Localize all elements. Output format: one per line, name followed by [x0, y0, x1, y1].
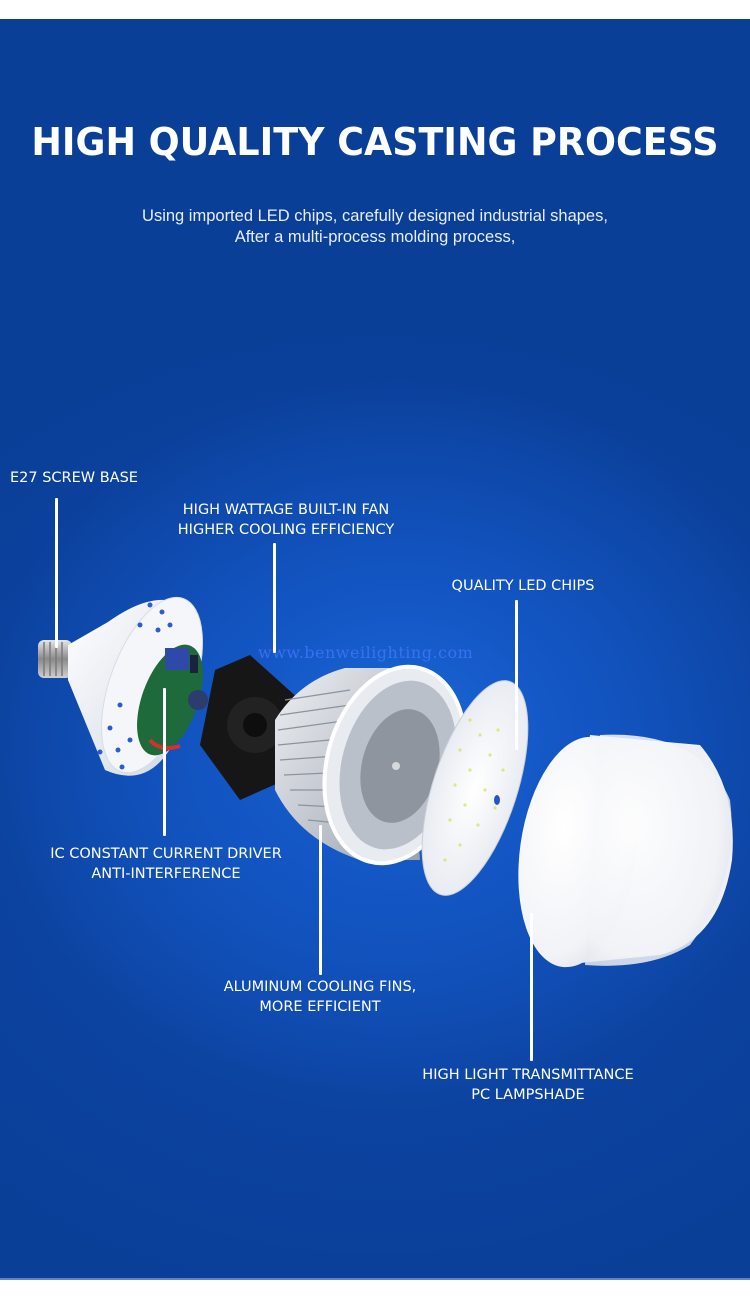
callout-led-chips-line-1: QUALITY LED CHIPS — [451, 578, 595, 594]
callout-screw-base: E27 SCREW BASE — [10, 468, 138, 488]
callout-cooling-fins: ALUMINUM COOLING FINS, MORE EFFICIENT — [210, 977, 430, 1017]
callout-led-chips: QUALITY LED CHIPS — [444, 576, 602, 596]
subtitle: Using imported LED chips, carefully desi… — [0, 206, 750, 248]
page-title: HIGH QUALITY CASTING PROCESS — [31, 120, 719, 164]
subtitle-line-2: After a multi-process molding process, — [234, 228, 516, 246]
callout-lampshade-line-1: HIGH LIGHT TRANSMITTANCE — [422, 1067, 634, 1083]
callout-lampshade-line-2: PC LAMPSHADE — [471, 1087, 585, 1103]
callout-line-lampshade — [530, 913, 533, 1061]
callout-line-led-chips — [515, 600, 518, 750]
callout-fan-line-1: HIGH WATTAGE BUILT-IN FAN — [182, 502, 390, 518]
e27-screw-base — [38, 640, 72, 678]
watermark: www.benweilighting.com — [258, 643, 474, 662]
callout-line-cooling-fins — [319, 825, 322, 975]
callout-driver-line-1: IC CONSTANT CURRENT DRIVER — [50, 846, 282, 862]
callout-screw-base-line-1: E27 SCREW BASE — [10, 470, 138, 486]
driver-circuit-board — [137, 644, 208, 756]
callout-lampshade: HIGH LIGHT TRANSMITTANCE PC LAMPSHADE — [410, 1065, 646, 1105]
callout-cooling-fins-line-2: MORE EFFICIENT — [259, 999, 381, 1015]
callout-line-fan — [273, 543, 276, 653]
aluminum-heatsink — [275, 664, 468, 866]
banner-bottom-edge — [0, 1278, 750, 1280]
callout-cooling-fins-line-1: ALUMINUM COOLING FINS, — [223, 979, 417, 995]
callout-line-driver — [163, 688, 166, 836]
callout-driver: IC CONSTANT CURRENT DRIVER ANTI-INTERFER… — [40, 844, 292, 884]
callout-fan: HIGH WATTAGE BUILT-IN FAN HIGHER COOLING… — [165, 500, 407, 540]
callout-fan-line-2: HIGHER COOLING EFFICIENCY — [177, 522, 395, 538]
product-banner — [0, 19, 750, 1279]
callout-driver-line-2: ANTI-INTERFERENCE — [91, 866, 241, 882]
callout-line-screw-base — [55, 498, 58, 648]
led-chip-board — [421, 680, 529, 896]
pc-lampshade — [518, 734, 733, 968]
subtitle-line-1: Using imported LED chips, carefully desi… — [142, 207, 608, 225]
